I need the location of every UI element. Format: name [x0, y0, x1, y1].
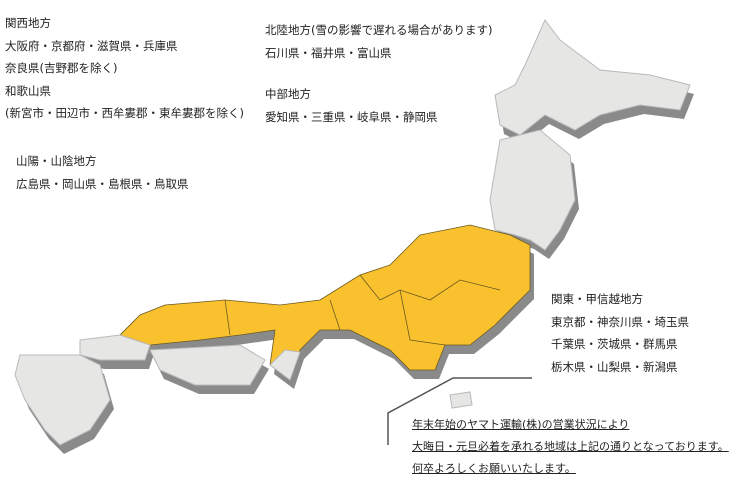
region-line: 栃木県・山梨県・新潟県 [551, 359, 678, 374]
region-line: 千葉県・茨城県・群馬県 [551, 337, 678, 351]
region-title: 関西地方 [5, 16, 51, 30]
region-line: 奈良県(吉野郡を除く) [5, 61, 118, 75]
region-line: 愛知県・三重県・岐阜県・静岡県 [265, 109, 438, 124]
notice-line: 年末年始のヤマト運輸(株)の営業状況により [412, 418, 630, 431]
region-line: 和歌山県 [5, 83, 51, 98]
tohoku [489, 129, 576, 251]
hokkaido [494, 19, 691, 136]
region-kansai: 関西地方 大阪府・京都府・滋賀県・兵庫県 奈良県(吉野郡を除く) 和歌山県 (新… [5, 12, 244, 125]
region-chubu: 中部地方 愛知県・三重県・岐阜県・静岡県 [265, 83, 438, 128]
callout-line [387, 377, 532, 445]
notice-line: 大晦日・元旦必着を承れる地域は上記の通りとなっております。 [412, 440, 729, 453]
region-kanto: 関東・甲信越地方 東京都・神奈川県・埼玉県 千葉県・茨城県・群馬県 栃木県・山梨… [551, 288, 689, 378]
region-line: 東京都・神奈川県・埼玉県 [551, 314, 689, 329]
region-sanyo-sanin: 山陽・山陰地方 広島県・岡山県・島根県・鳥取県 [16, 150, 189, 195]
notice: 年末年始のヤマト運輸(株)の営業状況により 大晦日・元旦必着を承れる地域は上記の… [412, 414, 729, 480]
region-line: (新宮市・田辺市・西牟婁郡・東牟婁郡を除く) [5, 106, 244, 120]
region-line: 大阪府・京都府・滋賀県・兵庫県 [5, 38, 178, 53]
region-title: 関東・甲信越地方 [551, 292, 643, 306]
western-unavailable [14, 334, 473, 446]
region-title: 中部地方 [265, 87, 311, 101]
region-hokuriku: 北陸地方(雪の影響で遅れる場合があります) 石川県・福井県・富山県 [265, 19, 492, 64]
region-line: 広島県・岡山県・島根県・鳥取県 [16, 176, 189, 191]
region-title: 北陸地方(雪の影響で遅れる場合があります) [265, 23, 493, 37]
region-line: 石川県・福井県・富山県 [265, 45, 392, 60]
notice-line: 何卒よろしくお願いいたします。 [412, 462, 576, 475]
region-title: 山陽・山陰地方 [16, 154, 97, 168]
